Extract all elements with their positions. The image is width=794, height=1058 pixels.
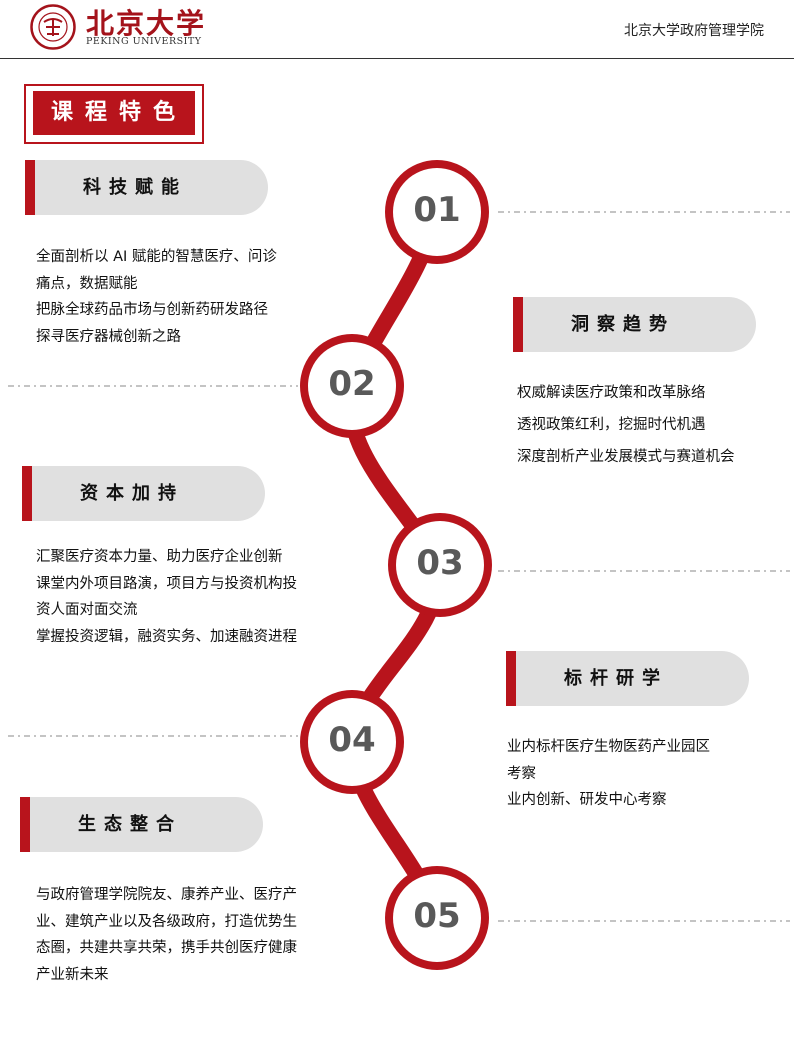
step-number-05: 05 <box>413 896 461 936</box>
step-number-01: 01 <box>413 190 461 230</box>
accent-bar <box>22 466 32 521</box>
node-disc-02 <box>308 342 396 430</box>
step-number-02: 02 <box>328 364 376 404</box>
step-02-header: 洞察趋势 <box>513 297 756 352</box>
step-01-description: 全面剖析以 AI 赋能的智慧医疗、问诊 痛点，数据赋能 把脉全球药品市场与创新药… <box>36 244 336 350</box>
step-04-header: 标杆研学 <box>506 651 749 706</box>
desc-line: 态圈，共建共享共荣，携手共创医疗健康 <box>36 940 297 956</box>
step-04-description: 业内标杆医疗生物医药产业园区 考察 业内创新、研发中心考察 <box>507 734 777 814</box>
accent-bar <box>506 651 516 706</box>
desc-line: 把脉全球药品市场与创新药研发路径 <box>36 302 268 318</box>
section-title-frame <box>24 84 204 144</box>
institution-name: 北京大学政府管理学院 <box>624 23 764 39</box>
desc-line: 全面剖析以 AI 赋能的智慧医疗、问诊 <box>36 249 277 265</box>
step-05-description: 与政府管理学院院友、康养产业、医疗产 业、建筑产业以及各级政府，打造优势生 态圈… <box>36 882 336 988</box>
dashed-guide-lines <box>8 211 790 922</box>
accent-bar <box>25 160 35 215</box>
step-02-description: 权威解读医疗政策和改革脉络 透视政策红利，挖掘时代机遇 深度剖析产业发展模式与赛… <box>517 377 787 473</box>
desc-line: 资人面对面交流 <box>36 602 138 618</box>
desc-line: 与政府管理学院院友、康养产业、医疗产 <box>36 887 297 903</box>
desc-line: 课堂内外项目路演，项目方与投资机构投 <box>36 575 297 592</box>
desc-line: 业内创新、研发中心考察 <box>507 792 667 808</box>
desc-line: 产业新未来 <box>36 966 109 983</box>
step-number-03: 03 <box>416 543 464 583</box>
desc-line: 掌握投资逻辑，融资实务、加速融资进程 <box>36 628 297 645</box>
desc-line: 透视政策红利，挖掘时代机遇 <box>517 417 706 433</box>
peking-university-seal-icon <box>30 4 76 50</box>
tab-background <box>516 651 749 706</box>
step-02-title: 洞察趋势 <box>571 314 675 335</box>
node-disc-05 <box>393 874 481 962</box>
accent-bar <box>513 297 523 352</box>
node-circles <box>300 160 492 970</box>
section-title: 课程特色 <box>33 91 195 135</box>
step-01-title: 科技赋能 <box>83 177 187 198</box>
desc-line: 探寻医疗器械创新之路 <box>36 328 181 345</box>
tab-background <box>32 466 265 521</box>
node-disc-03 <box>396 521 484 609</box>
step-03-title: 资本加持 <box>80 483 184 504</box>
desc-line: 业、建筑产业以及各级政府，打造优势生 <box>36 913 297 930</box>
step-number-04: 04 <box>328 720 376 760</box>
desc-line: 权威解读医疗政策和改革脉络 <box>517 385 706 401</box>
step-03-header: 资本加持 <box>22 466 265 521</box>
desc-line: 深度剖析产业发展模式与赛道机会 <box>517 449 735 465</box>
tab-background <box>30 797 263 852</box>
step-04-title: 标杆研学 <box>564 668 668 689</box>
accent-bar <box>20 797 30 852</box>
desc-line: 考察 <box>507 765 536 782</box>
tab-background <box>35 160 268 215</box>
step-03-description: 汇聚医疗资本力量、助力医疗企业创新 课堂内外项目路演，项目方与投资机构投 资人面… <box>36 544 336 650</box>
node-disc-01 <box>393 168 481 256</box>
logo-english-name: PEKING UNIVERSITY <box>86 36 202 47</box>
desc-line: 业内标杆医疗生物医药产业园区 <box>507 739 710 755</box>
desc-line: 汇聚医疗资本力量、助力医疗企业创新 <box>36 549 283 565</box>
step-05-header: 生态整合 <box>20 797 263 852</box>
node-disc-04 <box>308 698 396 786</box>
step-01-header: 科技赋能 <box>25 160 268 215</box>
logo-chinese-name: 北京大学 <box>86 7 207 40</box>
step-05-title: 生态整合 <box>78 814 182 835</box>
desc-line: 痛点，数据赋能 <box>36 275 138 292</box>
page-header: 北京大学 PEKING UNIVERSITY 北京大学政府管理学院 <box>0 0 794 59</box>
tab-background <box>523 297 756 352</box>
